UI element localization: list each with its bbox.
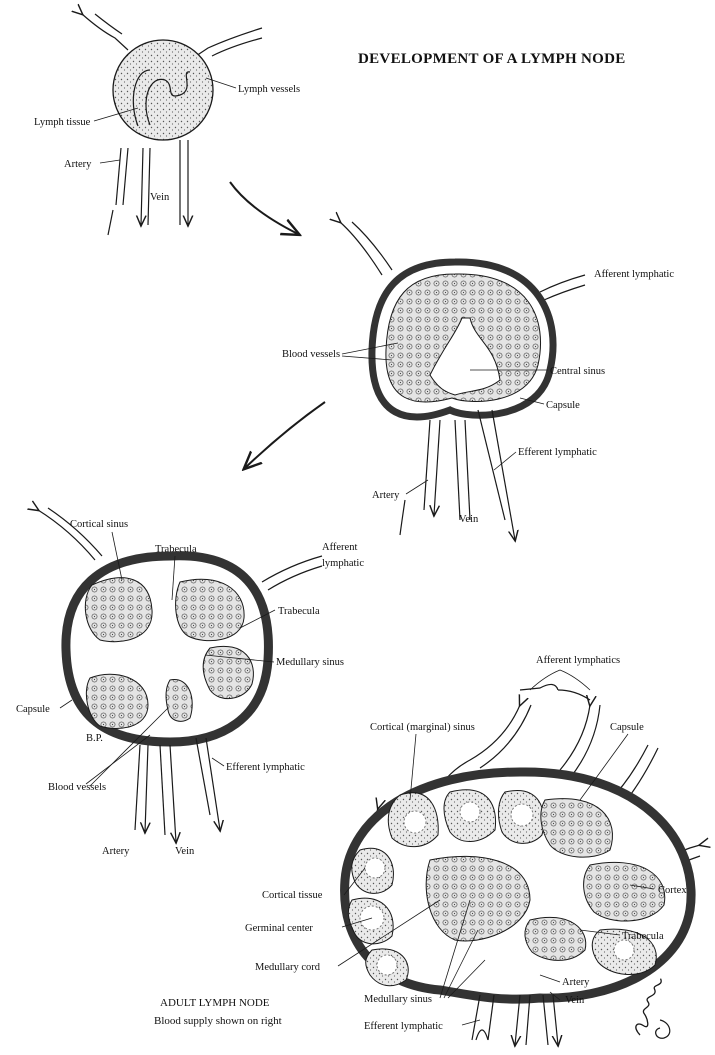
caption-title: ADULT LYMPH NODE — [160, 997, 270, 1009]
stage1-vein-label: Vein — [150, 192, 170, 203]
stage1-node — [82, 14, 298, 235]
stage1-artery-label: Artery — [64, 159, 92, 170]
stage1-lymph-tissue-label: Lymph tissue — [34, 117, 91, 128]
stage3-efferent-label: Efferent lymphatic — [226, 762, 305, 773]
stage2-artery-label: Artery — [372, 490, 400, 501]
artist-signature — [634, 976, 665, 1036]
stage3-initials: B.P. — [86, 733, 103, 744]
stage2-node — [245, 222, 585, 540]
stage4-medullary-sinus-label: Medullary sinus — [364, 994, 432, 1005]
stage4-cortical-tissue-label: Cortical tissue — [262, 890, 323, 901]
stage2-central-sinus-label: Central sinus — [550, 366, 605, 377]
stage4-vein-label: Vein — [565, 995, 585, 1006]
stage2-efferent-label: Efferent lymphatic — [518, 447, 597, 458]
stage1-lymph-vessels-label: Lymph vessels — [238, 84, 300, 95]
stage4-efferent-lymphatic-label: Efferent lymphatic — [364, 1021, 443, 1032]
stage4-medullary-cord-label: Medullary cord — [255, 962, 321, 973]
stage3-artery-label: Artery — [102, 846, 130, 857]
stage3-medullary-sinus-label: Medullary sinus — [276, 657, 344, 668]
stage4-germinal-center-label: Germinal center — [245, 923, 313, 934]
stage4-trabecula-label: Trabecula — [622, 931, 664, 942]
stage2-vein-label: Vein — [459, 514, 479, 525]
stage3-afferent-line1: Afferent — [322, 542, 357, 553]
stage3-afferent-line2: lymphatic — [322, 558, 364, 569]
signature-flourish — [656, 1020, 670, 1038]
stage2-afferent-label: Afferent lymphatic — [594, 269, 674, 280]
stage4-artery-label: Artery — [562, 977, 590, 988]
stage2-blood-vessels-label: Blood vessels — [282, 349, 340, 360]
stage3-trabecula-top-label: Trabecula — [155, 544, 197, 555]
stage3-capsule-label: Capsule — [16, 704, 50, 715]
stage4-node — [345, 684, 700, 1045]
plate-title: DEVELOPMENT OF A LYMPH NODE — [358, 51, 626, 67]
stage3-cortical-sinus-label: Cortical sinus — [70, 519, 128, 530]
stage4-capsule-label: Capsule — [610, 722, 644, 733]
stage3-blood-vessels-label: Blood vessels — [48, 782, 106, 793]
stage3-trabecula-right-label: Trabecula — [278, 606, 320, 617]
stage4-cortex-label: Cortex — [658, 885, 687, 896]
stage2-capsule-label: Capsule — [546, 400, 580, 411]
caption-subtitle: Blood supply shown on right — [154, 1015, 282, 1027]
stage4-cortical-marginal-sinus-label: Cortical (marginal) sinus — [370, 722, 475, 733]
stage4-afferent-lymphatics-label: Afferent lymphatics — [536, 655, 620, 666]
stage3-vein-label: Vein — [175, 846, 195, 857]
